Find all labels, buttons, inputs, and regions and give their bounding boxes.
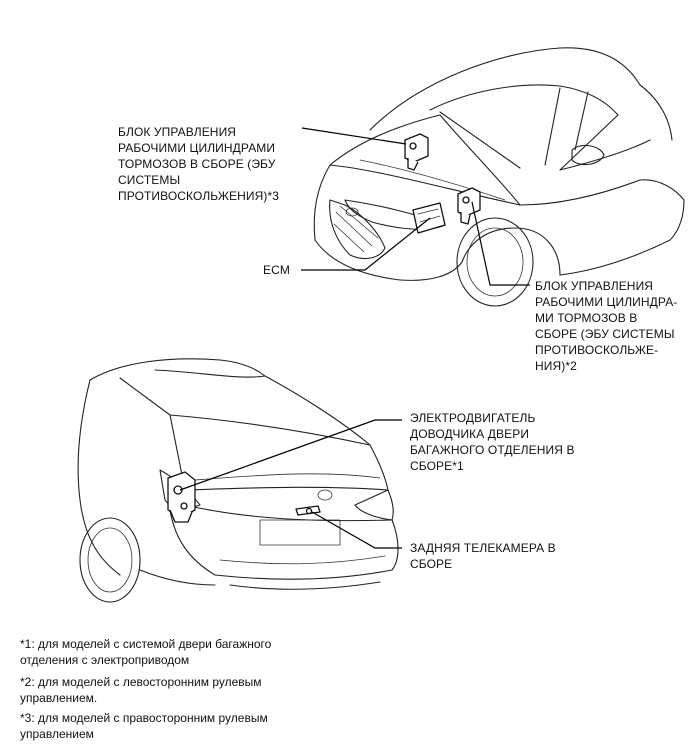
callout-brake-actuator-right: БЛОК УПРАВЛЕНИЯ РАБОЧИМИ ЦИЛИНДРА- МИ ТО…	[535, 279, 678, 373]
callout-door-motor: ЭЛЕКТРОДВИГАТЕЛЬ ДОВОДЧИКА ДВЕРИ БАГАЖНО…	[410, 411, 575, 473]
brake-actuator-top-part	[404, 133, 429, 171]
callout-ecm: ECM	[263, 263, 290, 277]
callout-rear-camera: ЗАДНЯЯ ТЕЛЕКАМЕРА В СБОРЕ	[410, 541, 556, 571]
front-car-drawing	[313, 47, 685, 307]
leader-ecm	[301, 217, 431, 271]
leader-rear-camera	[311, 511, 402, 549]
door-motor-part	[167, 471, 196, 523]
brake-actuator-right-part	[457, 187, 481, 225]
leader-brake-actuator-right	[471, 201, 530, 286]
leader-brake-actuator-top	[301, 127, 407, 145]
footnote-2: *2: для моделей с левосторонним рулевым …	[20, 675, 262, 705]
callout-brake-actuator-top: БЛОК УПРАВЛЕНИЯ РАБОЧИМИ ЦИЛИНДРАМИ ТОРМ…	[118, 125, 280, 203]
rear-camera-part	[295, 505, 321, 516]
leader-door-motor	[179, 419, 402, 491]
footnote-1: *1: для моделей с системой двери багажно…	[20, 637, 272, 667]
footnote-3: *3: для моделей с правосторонним рулевым…	[20, 711, 268, 741]
rear-car-drawing	[77, 358, 399, 603]
